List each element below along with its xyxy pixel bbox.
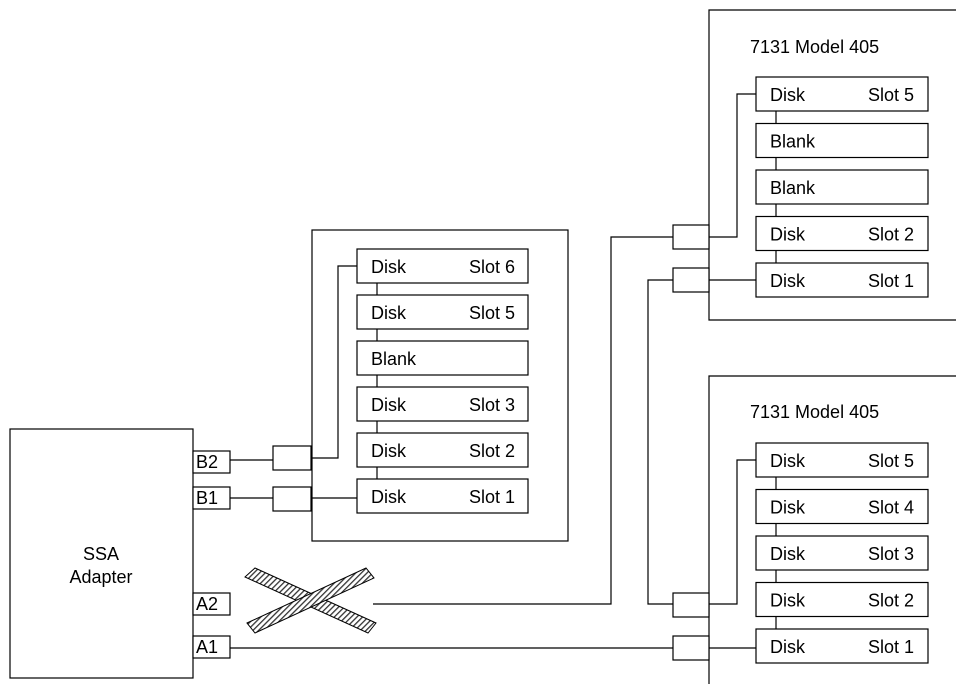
slot-number-label: Slot 4 [868, 498, 914, 518]
slot-box[interactable] [356, 294, 529, 330]
slot-disk[interactable]: Disk Slot 2 [755, 215, 929, 252]
port-a2[interactable]: A2 [192, 592, 231, 616]
slot-disk[interactable]: Disk Slot 3 [356, 386, 529, 422]
slot-disk[interactable]: Disk Slot 1 [755, 262, 929, 298]
slot-number-label: Slot 5 [469, 303, 515, 323]
port-a1-label: A1 [196, 637, 218, 657]
connector-lower-b[interactable] [672, 635, 710, 661]
slot-box[interactable] [755, 581, 929, 618]
slot-box[interactable] [356, 248, 529, 284]
slot-box[interactable] [755, 628, 929, 664]
slot-box[interactable] [755, 442, 929, 478]
slot-disk[interactable]: Disk Slot 6 [356, 248, 529, 284]
slot-type-label: Disk [371, 395, 407, 415]
enclosure-upper-title: 7131 Model 405 [750, 37, 879, 57]
slot-type-label: Disk [371, 257, 407, 277]
slot-disk[interactable]: Disk Slot 4 [755, 488, 929, 525]
port-a1[interactable]: A1 [192, 635, 231, 659]
connector-internal-b2[interactable] [272, 445, 312, 471]
slot-box[interactable] [755, 122, 929, 159]
slot-blank[interactable]: Blank [755, 169, 929, 205]
slot-type-label: Disk [770, 451, 806, 471]
slot-type-label: Disk [770, 544, 806, 564]
cable-jumper [647, 279, 673, 605]
enclosure-lower-title: 7131 Model 405 [750, 402, 879, 422]
slot-blank[interactable]: Blank [755, 122, 929, 159]
port-b1[interactable]: B1 [192, 486, 231, 510]
slot-type-label: Disk [770, 591, 806, 611]
slot-box[interactable] [755, 76, 929, 112]
wire-lower-top [709, 459, 756, 605]
slot-disk[interactable]: Disk Slot 2 [755, 581, 929, 618]
slot-number-label: Slot 1 [469, 487, 515, 507]
slot-type-label: Disk [770, 637, 806, 657]
slot-disk[interactable]: Disk Slot 5 [356, 294, 529, 330]
connector-internal-b1[interactable] [272, 486, 312, 512]
slot-number-label: Slot 2 [868, 225, 914, 245]
slot-disk[interactable]: Disk Slot 5 [755, 76, 929, 112]
slot-disk[interactable]: Disk Slot 5 [755, 442, 929, 478]
cables [230, 93, 756, 649]
slot-number-label: Slot 3 [469, 395, 515, 415]
ssa-adapter: SSA Adapter [9, 428, 194, 679]
slot-number-label: Slot 1 [868, 271, 914, 291]
slot-type-label: Disk [770, 498, 806, 518]
slot-disk[interactable]: Disk Slot 1 [356, 478, 529, 514]
slot-disk[interactable]: Disk Slot 1 [755, 628, 929, 664]
port-b2-label: B2 [196, 452, 218, 472]
connector-upper-a[interactable] [672, 224, 710, 250]
slot-box[interactable] [755, 169, 929, 205]
slot-type-label: Blank [770, 178, 816, 198]
cable-a2 [373, 236, 673, 605]
slot-box[interactable] [356, 386, 529, 422]
connector-upper-b[interactable] [672, 267, 710, 293]
slot-number-label: Slot 5 [868, 85, 914, 105]
port-b1-label: B1 [196, 488, 218, 508]
slot-type-label: Disk [371, 303, 407, 323]
slot-type-label: Disk [770, 225, 806, 245]
slot-number-label: Slot 3 [868, 544, 914, 564]
cross-out-mark [244, 567, 377, 634]
port-b2[interactable]: B2 [192, 450, 231, 474]
slot-number-label: Slot 6 [469, 257, 515, 277]
slot-disk[interactable]: Disk Slot 2 [356, 432, 529, 468]
slot-box[interactable] [755, 535, 929, 571]
slot-number-label: Slot 1 [868, 637, 914, 657]
wire-upper-top [709, 93, 756, 238]
connector-lower-a[interactable] [672, 592, 710, 618]
adapter-label-line2: Adapter [69, 567, 132, 587]
slot-type-label: Disk [770, 271, 806, 291]
slot-type-label: Disk [371, 487, 407, 507]
slot-number-label: Slot 2 [469, 441, 515, 461]
slot-box[interactable] [755, 488, 929, 525]
port-a2-label: A2 [196, 594, 218, 614]
wire-internal-top [311, 265, 357, 459]
slot-box[interactable] [356, 432, 529, 468]
slot-type-label: Disk [371, 441, 407, 461]
slot-box[interactable] [755, 262, 929, 298]
slot-box[interactable] [356, 340, 529, 376]
adapter-label-line1: SSA [83, 544, 119, 564]
slot-type-label: Blank [770, 132, 816, 152]
slot-box[interactable] [356, 478, 529, 514]
slot-blank[interactable]: Blank [356, 340, 529, 376]
slot-type-label: Blank [371, 349, 417, 369]
slot-box[interactable] [755, 215, 929, 252]
slot-number-label: Slot 5 [868, 451, 914, 471]
slot-type-label: Disk [770, 85, 806, 105]
slot-disk[interactable]: Disk Slot 3 [755, 535, 929, 571]
slot-number-label: Slot 2 [868, 591, 914, 611]
